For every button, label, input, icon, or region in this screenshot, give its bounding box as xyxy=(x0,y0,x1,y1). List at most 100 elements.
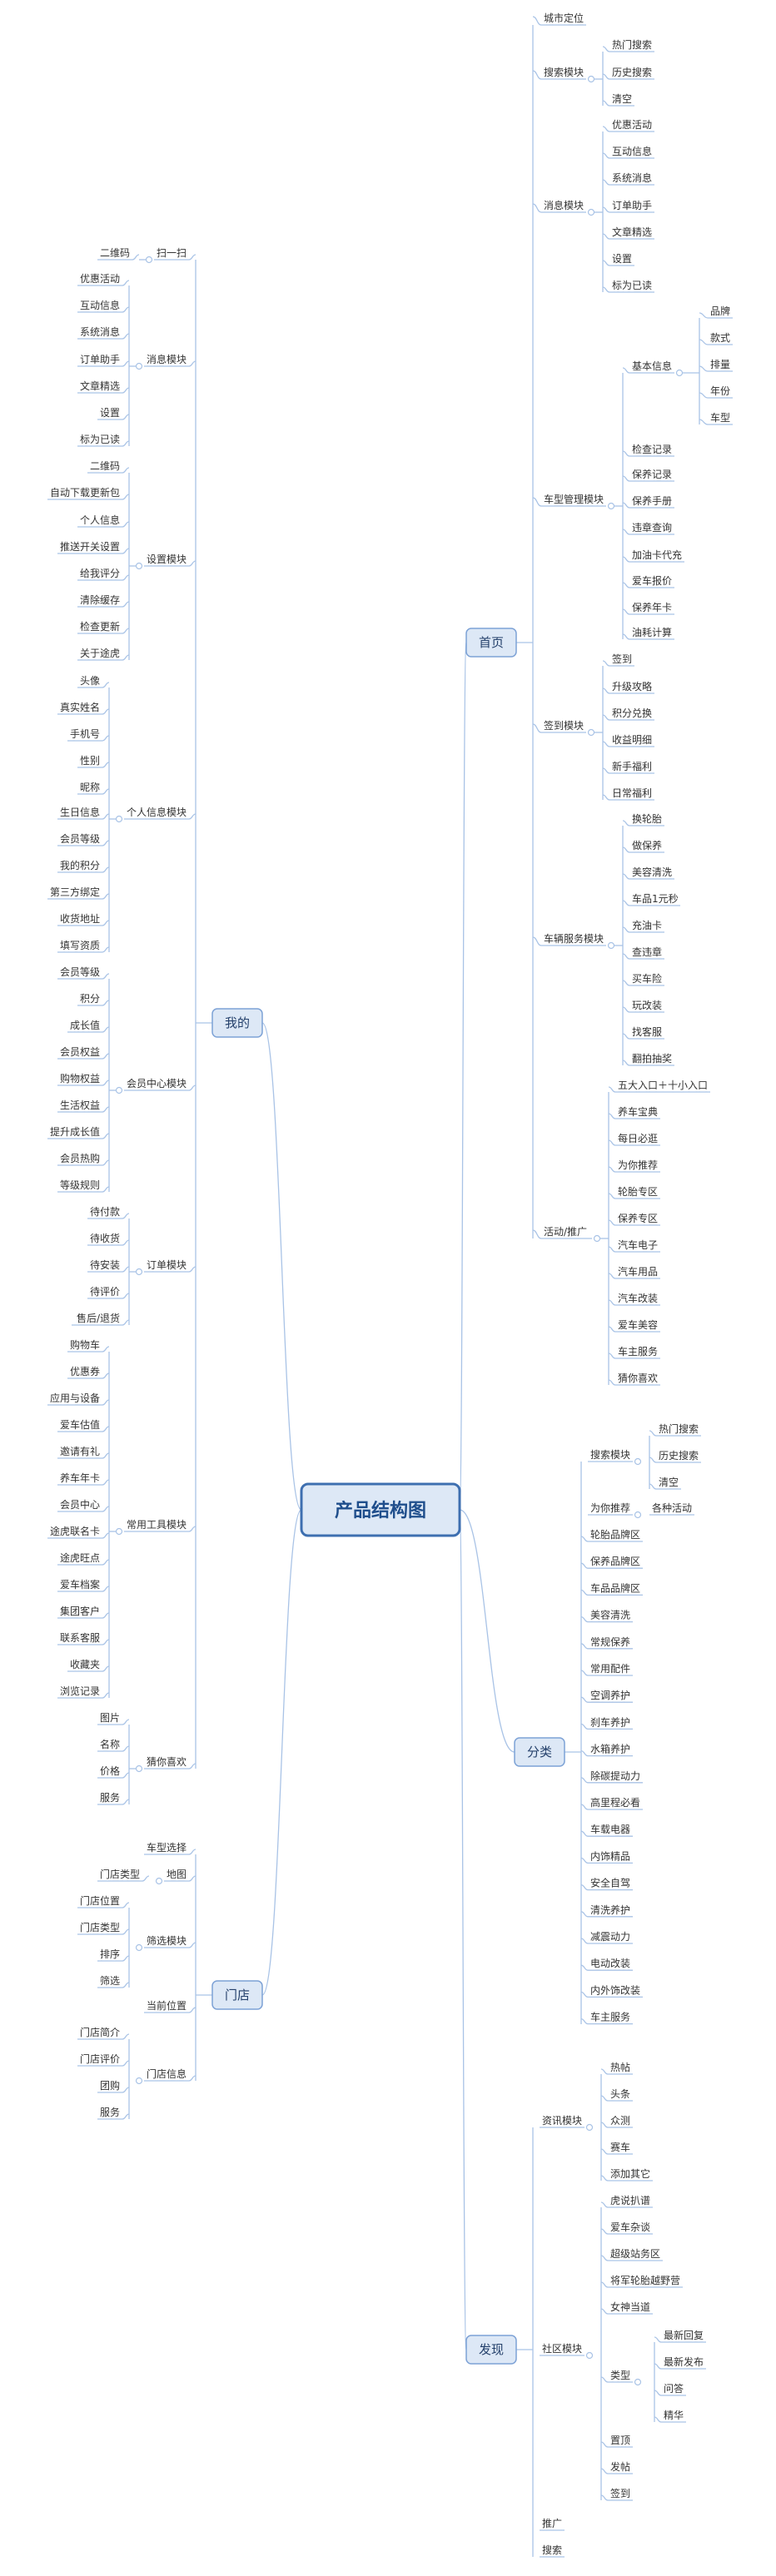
item-changyong-3[interactable]: 爱车估值 xyxy=(60,1418,100,1431)
item-fenlei-18[interactable]: 车主服务 xyxy=(590,2011,630,2023)
item-fenlei-8[interactable]: 水箱养护 xyxy=(590,1743,630,1755)
group-mendian-ditu[interactable]: 地图 xyxy=(167,1869,187,1880)
branch-shouye[interactable]: 首页 xyxy=(465,628,517,658)
group-sousuo[interactable]: 搜索模块 xyxy=(544,66,584,78)
item-geren-7[interactable]: 我的积分 xyxy=(60,859,100,871)
item-changyong-12[interactable]: 收藏夹 xyxy=(70,1659,100,1670)
item-chexing-8[interactable]: 油耗计算 xyxy=(632,626,672,638)
group-mendian-chexing[interactable]: 车型选择 xyxy=(147,1841,187,1854)
collapse-toggle-icon[interactable] xyxy=(155,1877,163,1885)
item-xiaoxi-0[interactable]: 优惠活动 xyxy=(80,273,120,285)
item-shezhi-1[interactable]: 自动下载更新包 xyxy=(50,486,120,499)
item-changyong-1[interactable]: 优惠券 xyxy=(70,1365,100,1377)
branch-faxian[interactable]: 发现 xyxy=(465,2335,517,2365)
item-geren-6[interactable]: 会员等级 xyxy=(60,833,100,845)
item-changyong-5[interactable]: 养车年卡 xyxy=(60,1472,100,1484)
item-chexing-6[interactable]: 爱车报价 xyxy=(632,574,672,587)
item-xiaoxi-2[interactable]: 系统消息 xyxy=(80,325,120,338)
item-geren-5[interactable]: 生日信息 xyxy=(60,806,100,818)
collapse-toggle-icon[interactable] xyxy=(587,208,595,216)
item-shequ-3[interactable]: 将军轮胎越野营 xyxy=(610,2275,680,2286)
item-qiandao-2[interactable]: 积分兑换 xyxy=(612,707,652,719)
item-xiaoxi-4[interactable]: 文章精选 xyxy=(80,380,120,392)
item-geren-2[interactable]: 手机号 xyxy=(70,728,100,740)
item-cainixihuan-1[interactable]: 名称 xyxy=(100,1738,120,1750)
collapse-toggle-icon[interactable] xyxy=(115,815,123,823)
item-fenlei-sousuo-0[interactable]: 热门搜索 xyxy=(659,1422,699,1435)
item-mendian-ditu-0[interactable]: 门店类型 xyxy=(100,1868,140,1880)
group-mendian-dangqian[interactable]: 当前位置 xyxy=(147,1999,187,2012)
item-changyong-0[interactable]: 购物车 xyxy=(70,1338,100,1351)
branch-fenlei[interactable]: 分类 xyxy=(514,1737,565,1767)
collapse-toggle-icon[interactable] xyxy=(607,941,615,950)
item-cheliang-0[interactable]: 换轮胎 xyxy=(632,813,662,825)
item-huodong-4[interactable]: 轮胎专区 xyxy=(618,1185,658,1198)
item-huiyuan-1[interactable]: 积分 xyxy=(80,993,100,1005)
item-xiaoxi-1[interactable]: 互动信息 xyxy=(612,145,652,157)
item-fenlei-5[interactable]: 常用配件 xyxy=(590,1663,630,1675)
item-cheliang-8[interactable]: 找客服 xyxy=(632,1025,662,1038)
item-chexing-1[interactable]: 检查记录 xyxy=(632,443,672,455)
item-huodong-1[interactable]: 养车宝典 xyxy=(618,1105,658,1118)
item-xiaoxi-4[interactable]: 文章精选 xyxy=(612,226,652,238)
item-shequ-8[interactable]: 签到 xyxy=(610,2487,630,2499)
collapse-toggle-icon[interactable] xyxy=(145,256,153,264)
item-sousuo-0[interactable]: 热门搜索 xyxy=(612,38,652,51)
item-dingdan-0[interactable]: 待付款 xyxy=(90,1206,120,1218)
group-mendian-mendianxinxi[interactable]: 门店信息 xyxy=(147,2067,187,2080)
item-huodong-9[interactable]: 爱车美容 xyxy=(618,1318,658,1331)
item-jiben-0[interactable]: 品牌 xyxy=(710,305,730,317)
item-huodong-7[interactable]: 汽车用品 xyxy=(618,1265,658,1278)
item-mendian-shaixuan-3[interactable]: 筛选 xyxy=(100,1974,120,1987)
item-cainixihuan-2[interactable]: 价格 xyxy=(100,1764,120,1777)
item-fenlei-1[interactable]: 保养品牌区 xyxy=(590,1555,640,1567)
item-cheliang-3[interactable]: 车品1元秒 xyxy=(632,892,679,905)
item-shezhi-5[interactable]: 清除缓存 xyxy=(80,593,120,606)
item-geren-8[interactable]: 第三方绑定 xyxy=(50,886,100,898)
item-fenlei-17[interactable]: 内外饰改装 xyxy=(590,1984,640,1996)
group-fenlei-sousuo[interactable]: 搜索模块 xyxy=(590,1448,630,1461)
collapse-toggle-icon[interactable] xyxy=(585,2123,594,2132)
item-chexing-4[interactable]: 违章查询 xyxy=(632,521,672,534)
item-leixing-1[interactable]: 最新发布 xyxy=(664,2355,704,2368)
item-qiandao-3[interactable]: 收益明细 xyxy=(612,734,652,746)
collapse-toggle-icon[interactable] xyxy=(115,1086,123,1094)
item-xiaoxi-2[interactable]: 系统消息 xyxy=(612,171,652,184)
item-shequ-0[interactable]: 虎说扒谱 xyxy=(610,2194,650,2206)
collapse-toggle-icon[interactable] xyxy=(115,1527,123,1536)
group-fenlei-tuijian[interactable]: 为你推荐 xyxy=(590,1502,630,1514)
branch-wode[interactable]: 我的 xyxy=(211,1008,263,1038)
item-huiyuan-5[interactable]: 生活权益 xyxy=(60,1099,100,1111)
item-xiaoxi-1[interactable]: 互动信息 xyxy=(80,299,120,311)
collapse-toggle-icon[interactable] xyxy=(135,1764,143,1773)
item-cheliang-9[interactable]: 翻拍抽奖 xyxy=(632,1052,672,1065)
item-chexing-3[interactable]: 保养手册 xyxy=(632,494,672,507)
collapse-toggle-icon[interactable] xyxy=(634,1457,642,1466)
item-huodong-6[interactable]: 汽车电子 xyxy=(618,1238,658,1251)
item-geren-0[interactable]: 头像 xyxy=(80,675,100,687)
item-shequ-4[interactable]: 女神当道 xyxy=(610,2301,650,2313)
item-cheliang-2[interactable]: 美容清洗 xyxy=(632,866,672,878)
group-dingdan[interactable]: 订单模块 xyxy=(147,1259,187,1271)
item-mendian-mendianxinxi-3[interactable]: 服务 xyxy=(100,2106,120,2118)
group-changyong[interactable]: 常用工具模块 xyxy=(127,1519,187,1531)
item-fenlei-sousuo-1[interactable]: 历史搜索 xyxy=(659,1449,699,1462)
group-chexing[interactable]: 车型管理模块 xyxy=(544,493,604,505)
item-zixun-2[interactable]: 众测 xyxy=(610,2115,630,2127)
item-geren-10[interactable]: 填写资质 xyxy=(60,940,100,951)
item-fenlei-14[interactable]: 清洗养护 xyxy=(590,1903,630,1916)
item-zixun-3[interactable]: 赛车 xyxy=(610,2141,630,2153)
item-shezhi-7[interactable]: 关于途虎 xyxy=(80,647,120,659)
item-qiandao-0[interactable]: 签到 xyxy=(612,653,632,665)
item-huiyuan-3[interactable]: 会员权益 xyxy=(60,1046,100,1058)
item-changyong-13[interactable]: 浏览记录 xyxy=(60,1685,100,1697)
item-geren-1[interactable]: 真实姓名 xyxy=(60,701,100,713)
item-fenlei-4[interactable]: 常规保养 xyxy=(590,1635,630,1648)
item-changyong-9[interactable]: 爱车档案 xyxy=(60,1578,100,1591)
collapse-toggle-icon[interactable] xyxy=(135,1268,143,1276)
item-huodong-5[interactable]: 保养专区 xyxy=(618,1212,658,1224)
collapse-toggle-icon[interactable] xyxy=(585,2351,594,2360)
item-shequ-2[interactable]: 超级站务区 xyxy=(610,2247,660,2260)
item-cainixihuan-0[interactable]: 图片 xyxy=(100,1712,120,1724)
group-xiaoxi[interactable]: 消息模块 xyxy=(544,199,584,211)
